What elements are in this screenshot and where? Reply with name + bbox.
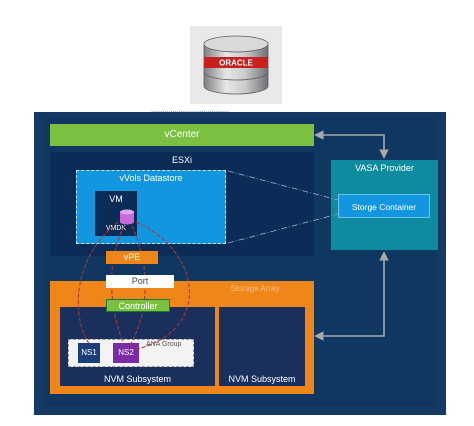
ana-group-label: ANA Group (146, 341, 182, 348)
nvm-subsystem-2-label: NVM Subsystem (228, 374, 296, 384)
namespace-ns1: NS1 (78, 343, 100, 363)
nvm-subsystem-1-label: NVM Subsystem (103, 374, 172, 384)
vcenter-bar: vCenter (50, 124, 314, 146)
vmdk-label: VMDK (105, 225, 127, 232)
controller-box: Controller (106, 299, 170, 312)
oracle-logo-text: ORACLE (219, 59, 253, 68)
frame-caption: ........................................ (151, 107, 229, 114)
vasa-provider-label: VASA Provider (355, 163, 414, 173)
oracle-logo: ORACLE (190, 26, 282, 104)
vvols-datastore-label: vVols Datastore (119, 173, 183, 183)
namespace-ns2: NS2 (113, 343, 139, 363)
port-box: Port (106, 275, 174, 288)
storage-container-box: Storge Container (338, 194, 430, 218)
oracle-database-cylinder-icon: ORACLE (203, 35, 269, 95)
esxi-label: ESXi (171, 155, 192, 165)
vm-label: VM (109, 194, 123, 204)
vpe-box: vPE (106, 251, 158, 264)
storage-array-label: Storage Array (230, 284, 280, 293)
nvm-subsystem-2-box (219, 307, 305, 386)
